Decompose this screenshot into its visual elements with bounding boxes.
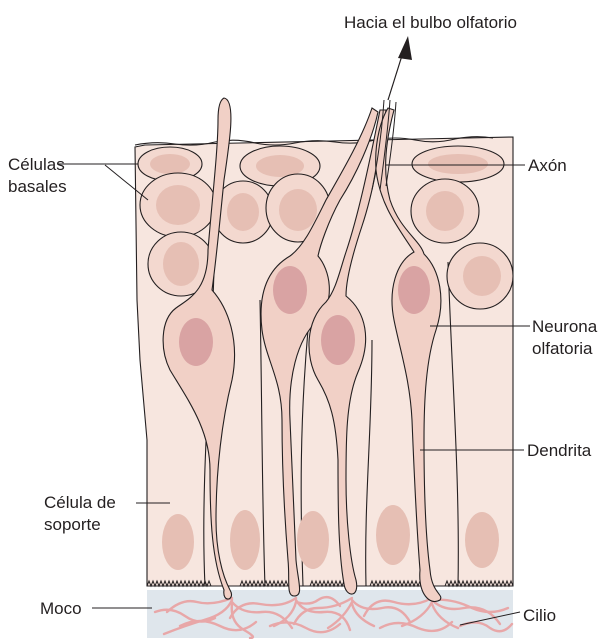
label-to-olfactory-bulb: Hacia el bulbo olfatorio [344, 13, 517, 32]
label-dendrite: Dendrita [527, 441, 592, 460]
label-basal-cells-line2: basales [8, 177, 67, 196]
basal-cell [411, 179, 479, 243]
label-mucus: Moco [40, 599, 82, 618]
basal-cell [140, 173, 216, 237]
label-support-cell-line1: Célula de [44, 493, 116, 512]
label-basal-cells-line1: Células [8, 155, 65, 174]
basal-cell [412, 146, 504, 182]
label-olfactory-neuron-line1: Neurona [532, 317, 598, 336]
label-cilium: Cilio [523, 606, 556, 625]
basal-cell [447, 243, 513, 309]
label-support-cell-line2: soporte [44, 515, 101, 534]
label-olfactory-neuron-line2: olfatoria [532, 339, 593, 358]
label-axon: Axón [528, 156, 567, 175]
olfactory-bulb-arrow [388, 36, 412, 100]
